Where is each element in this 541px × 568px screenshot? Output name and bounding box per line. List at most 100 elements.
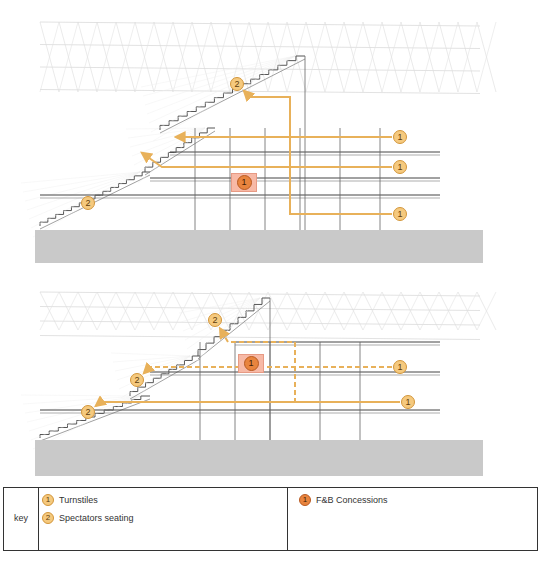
truss-web <box>78 292 97 330</box>
truss-web <box>154 22 173 92</box>
truss-web <box>420 292 439 330</box>
callout-number: 2 <box>212 316 217 325</box>
callout-circle: 1 <box>393 207 407 221</box>
truss-web <box>268 292 287 330</box>
truss-web <box>97 22 116 92</box>
truss-web <box>116 22 135 92</box>
truss-web <box>306 292 325 330</box>
truss-chord <box>40 90 480 94</box>
rake-soffit <box>198 301 270 359</box>
truss-web <box>287 292 306 330</box>
legend-text: F&B Concessions <box>316 496 388 505</box>
callout-number: 2 <box>85 199 90 208</box>
truss-web <box>154 292 173 330</box>
truss-web <box>401 22 420 92</box>
flow-connector <box>244 91 392 214</box>
legend-text: Turnstiles <box>59 496 98 505</box>
truss-web <box>97 292 116 330</box>
flow-arrow <box>176 136 392 138</box>
floor-slab <box>40 410 440 411</box>
truss-web <box>40 22 59 92</box>
truss-web <box>477 292 496 330</box>
key-divider <box>287 487 288 551</box>
truss-web <box>78 22 97 92</box>
truss-chord <box>40 336 480 340</box>
column <box>270 298 271 440</box>
truss-web <box>363 292 382 330</box>
callout-number: 2 <box>234 80 239 89</box>
legend-text: Spectators seating <box>59 514 134 523</box>
truss-web <box>97 292 116 330</box>
key-divider <box>38 487 39 551</box>
callout-circle: 2 <box>81 196 95 210</box>
truss-web <box>363 292 382 330</box>
truss-web <box>477 292 496 330</box>
truss-web <box>306 22 325 92</box>
seat-row <box>113 356 190 362</box>
seat-row <box>121 356 190 398</box>
callout-circle: 2 <box>230 77 244 91</box>
seat-row <box>151 56 295 132</box>
seat-row <box>21 395 140 396</box>
truss-web <box>249 22 268 92</box>
seat-row <box>153 56 295 141</box>
truss-chord <box>40 292 480 296</box>
key-callout-number: 2 <box>42 512 54 524</box>
truss-web <box>59 292 78 330</box>
seat-row <box>33 172 140 237</box>
truss-web <box>211 22 230 92</box>
callout-circle: 1 <box>393 160 407 174</box>
truss-web <box>192 22 211 92</box>
truss-web <box>116 22 135 92</box>
seating-rake <box>198 298 270 356</box>
seat-row <box>126 128 205 129</box>
truss-web <box>97 22 116 92</box>
column <box>360 342 361 440</box>
key-callout-number: 1 <box>299 494 311 506</box>
seating-rake <box>40 172 150 226</box>
truss-web <box>192 292 211 330</box>
seat-row <box>141 56 295 87</box>
floor-slab <box>150 181 440 182</box>
seat-row <box>179 298 260 313</box>
flow-arrow <box>142 153 392 167</box>
truss-web <box>40 22 59 92</box>
column <box>305 56 306 230</box>
floor-slab <box>40 413 440 414</box>
truss-web <box>173 22 192 92</box>
callout-circle: 1 <box>393 360 407 374</box>
seat-row <box>21 172 140 183</box>
truss-web <box>306 292 325 330</box>
callout-number: 1 <box>405 398 410 407</box>
truss-web <box>363 22 382 92</box>
seat-row <box>149 56 295 123</box>
truss-web <box>287 292 306 330</box>
truss-web <box>173 22 192 92</box>
truss-web <box>249 22 268 92</box>
truss-web <box>458 292 477 330</box>
key-table <box>4 488 538 551</box>
truss-web <box>401 292 420 330</box>
truss-web <box>325 22 344 92</box>
column <box>200 342 201 440</box>
seat-row <box>23 172 140 192</box>
rake-soffit <box>40 399 150 441</box>
flow-connector <box>144 367 392 373</box>
callout-circle: 2 <box>130 373 144 387</box>
truss-web <box>268 22 287 92</box>
seat-row <box>183 298 260 331</box>
truss-web <box>325 292 344 330</box>
seat-row <box>115 356 190 371</box>
truss-web <box>363 22 382 92</box>
truss-web <box>154 292 173 330</box>
truss-web <box>116 292 135 330</box>
callout-number: 1 <box>397 133 402 142</box>
truss-web <box>382 292 401 330</box>
truss-web <box>420 22 439 92</box>
truss-web <box>420 292 439 330</box>
ground <box>35 440 483 476</box>
truss-web <box>59 292 78 330</box>
fb-callout-number: 1 <box>237 175 252 190</box>
